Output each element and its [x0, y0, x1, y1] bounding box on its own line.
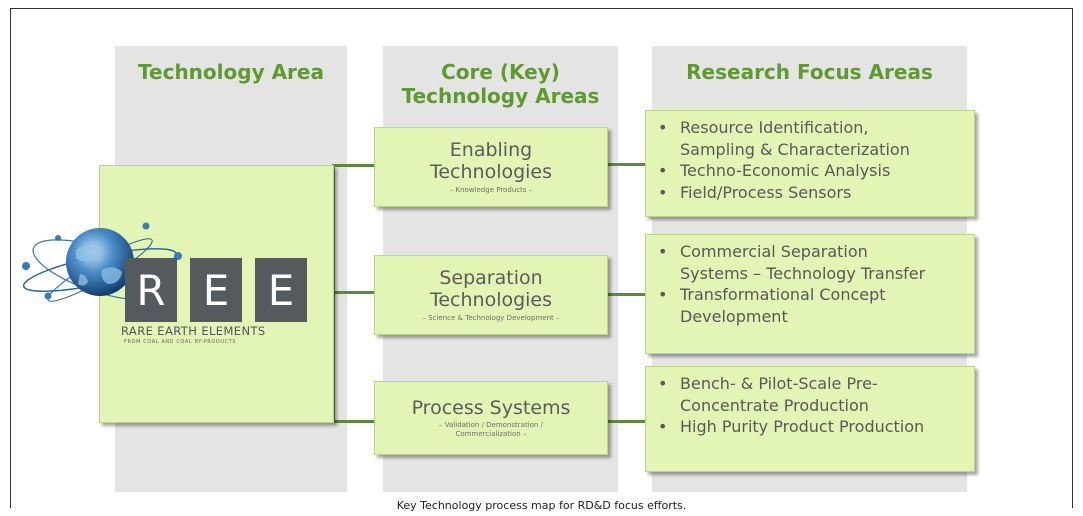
focus-list: Bench- & Pilot-Scale Pre- Concentrate Pro… [656, 373, 964, 438]
core-title: Technologies [429, 289, 553, 312]
core-box-separation: Separation Technologies – Science & Tech… [374, 255, 608, 335]
core-title: Technologies [429, 161, 553, 184]
ree-logo-tagline: FROM COAL AND COAL BY-PRODUCTS [124, 339, 237, 345]
focus-text: Development [680, 306, 788, 326]
focus-text: Transformational Concept [680, 285, 886, 305]
core-subtitle: – Validation / Demonstration / [439, 421, 543, 430]
focus-box-process: Bench- & Pilot-Scale Pre- Concentrate Pro… [645, 366, 975, 472]
focus-text: Systems – Technology Transfer [680, 263, 926, 283]
focus-text: Resource Identification, [680, 118, 869, 137]
focus-list-item: Bench- & Pilot-Scale Pre- Concentrate Pro… [656, 373, 964, 416]
ree-logo-name: RARE EARTH ELEMENTS [121, 324, 266, 338]
core-subtitle: Commercialization – [455, 430, 527, 439]
figure-caption: Key Technology process map for RD&D focu… [396, 499, 687, 512]
connector-to-separation [332, 291, 374, 294]
core-box-enabling: Enabling Technologies – Knowledge Produc… [374, 127, 608, 207]
core-title: Enabling [449, 138, 533, 161]
core-subtitle: – Knowledge Products – [449, 186, 533, 195]
ree-letter-e2: E [255, 258, 307, 322]
connector-to-enabling [332, 164, 374, 167]
core-title: Separation [439, 266, 543, 289]
focus-text: Commercial Separation [680, 242, 868, 261]
globe-icon [22, 222, 182, 302]
focus-list-item: Field/Process Sensors [656, 182, 964, 204]
core-subtitle: – Science & Technology Development – [422, 314, 560, 323]
core-title: Process Systems [411, 396, 571, 419]
core-technology-heading: Core (Key) Technology Areas [383, 60, 618, 109]
focus-box-enabling: Resource Identification, Sampling & Chara… [645, 110, 975, 217]
ree-letter-e1: E [190, 258, 242, 322]
core-heading-line2: Technology Areas [401, 84, 600, 109]
connector-process-to-focus [608, 420, 646, 423]
focus-list-item: High Purity Product Production [656, 416, 964, 438]
figure-frame [10, 8, 1073, 508]
focus-text: Bench- & Pilot-Scale Pre- [680, 374, 878, 393]
focus-list-item: Techno-Economic Analysis [656, 160, 964, 182]
ree-letter-r: R [125, 258, 177, 322]
focus-text: Concentrate Production [680, 395, 869, 415]
technology-area-heading: Technology Area [138, 60, 324, 84]
core-heading-line1: Core (Key) [441, 60, 560, 84]
focus-text: Sampling & Characterization [680, 139, 910, 159]
connector-separation-to-focus [608, 293, 646, 296]
focus-list: Resource Identification, Sampling & Chara… [656, 117, 964, 203]
focus-list-item: Resource Identification, Sampling & Chara… [656, 117, 964, 160]
core-box-process: Process Systems – Validation / Demonstra… [374, 381, 608, 455]
research-focus-heading: Research Focus Areas [686, 60, 933, 84]
connector-enabling-to-focus [608, 163, 646, 166]
